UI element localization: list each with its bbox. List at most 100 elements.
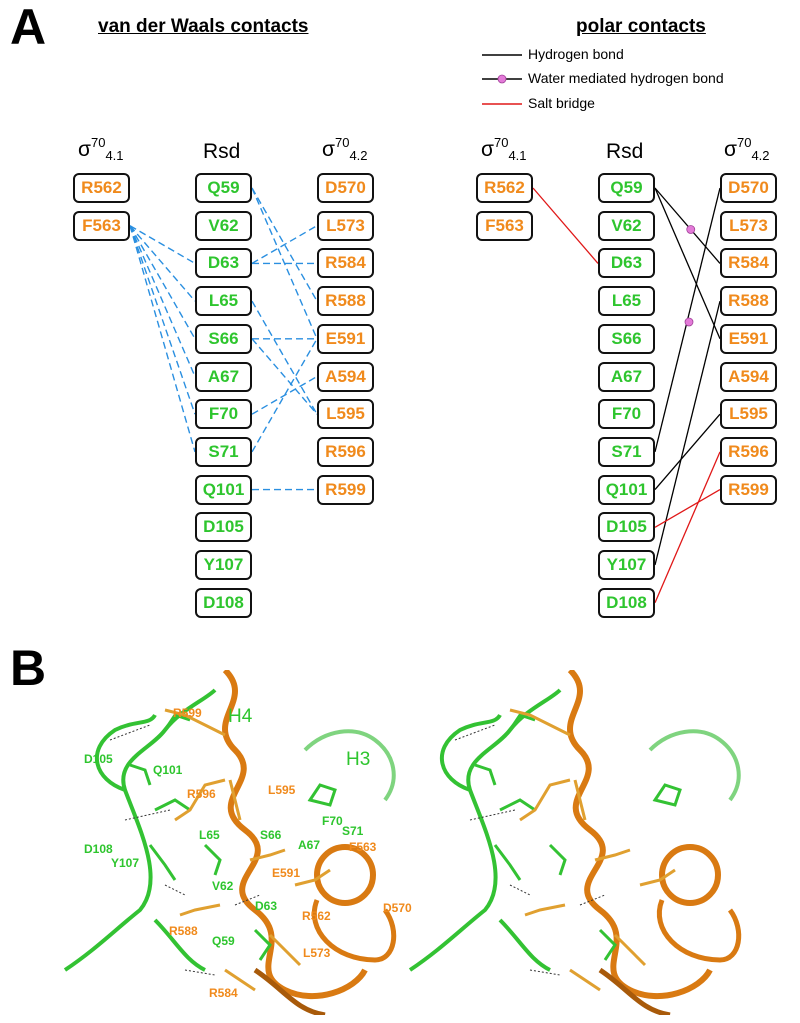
vdw-residue-r596: R596	[317, 436, 374, 467]
structure-label-l65: L65	[199, 828, 220, 842]
structure-label-f70: F70	[322, 814, 343, 828]
polar-sigma42-header: σ704.2	[724, 135, 770, 163]
polar-residue-a67: A67	[598, 361, 655, 392]
vdw-residue-y107: Y107	[195, 550, 252, 580]
vdw-residue-l573: L573	[317, 210, 374, 241]
legend-salt: Salt bridge	[528, 95, 595, 111]
vdw-residue-d63: D63	[195, 248, 252, 279]
contact-lines	[129, 187, 721, 603]
vdw-residue-f563: F563	[73, 210, 130, 241]
structure-label-d105: D105	[84, 752, 113, 766]
vdw-contact-l65-l595	[251, 300, 318, 415]
panel-a-letter: A	[10, 0, 47, 55]
vdw-residue-r584: R584	[317, 248, 374, 279]
vdw-residue-d570: D570	[317, 173, 374, 203]
vdw-sigma42-header: σ704.2	[322, 135, 368, 163]
structure-label-r588: R588	[169, 924, 198, 938]
vdw-residue-r588: R588	[317, 286, 374, 317]
structure-label-a67: A67	[298, 838, 321, 852]
vdw-sigma41-header: σ704.1	[78, 135, 124, 163]
structure-label-l573: L573	[303, 946, 331, 960]
vdw-residue-f70: F70	[195, 399, 252, 430]
polar-residue-d570: D570	[720, 173, 777, 203]
polar-residue-r596: R596	[720, 436, 777, 467]
water-hbond-q59-r584	[654, 187, 721, 264]
vdw-contact-s66-l595	[251, 338, 318, 415]
hbond-q101-l595	[654, 413, 721, 491]
polar-residue-e591: E591	[720, 323, 777, 354]
structure-label-h3: H3	[346, 749, 371, 770]
polar-residue-l65: L65	[598, 286, 655, 317]
polar-rsd-header: Rsd	[606, 140, 644, 163]
vdw-residue-l65: L65	[195, 286, 252, 317]
hbond-y107-r588	[654, 300, 721, 566]
panel-b-letter: B	[10, 640, 47, 696]
structure-label-e591: E591	[272, 866, 301, 880]
polar-title: polar contacts	[576, 16, 706, 37]
vdw-contact-f563-s71	[129, 225, 196, 453]
salt-bridge-d108-r596	[654, 451, 721, 603]
polar-residue-s71: S71	[598, 436, 655, 467]
legend-water: Water mediated hydrogen bond	[528, 70, 724, 86]
vdw-residue-v62: V62	[195, 210, 252, 241]
structure-label-r584: R584	[209, 986, 238, 1000]
legend-lines	[482, 54, 522, 105]
vdw-residue-d108: D108	[195, 587, 252, 618]
polar-residue-d63: D63	[598, 248, 655, 279]
vdw-residue-s71: S71	[195, 436, 252, 467]
structure-label-q59: Q59	[212, 934, 235, 948]
structure-label-y107: Y107	[111, 856, 140, 870]
polar-residue-r588: R588	[720, 286, 777, 317]
vdw-residue-a67: A67	[195, 361, 252, 392]
structure-label-r562: R562	[302, 909, 331, 923]
polar-residue-d108: D108	[598, 587, 655, 618]
polar-residue-l573: L573	[720, 210, 777, 241]
polar-residue-q101: Q101	[598, 474, 655, 505]
vdw-residue-d105: D105	[195, 512, 252, 543]
structure-label-f563: F563	[349, 840, 377, 854]
legend-hbond: Hydrogen bond	[528, 46, 624, 62]
vdw-residue-r562: R562	[73, 173, 130, 203]
structure-label-d63: D63	[255, 899, 278, 913]
vdw-title: van der Waals contacts	[98, 16, 309, 37]
structure-label-d570: D570	[383, 901, 412, 915]
structure-label-s71: S71	[342, 824, 364, 838]
structure-image-right	[400, 670, 755, 1015]
structure-label-v62: V62	[212, 879, 234, 893]
vdw-residue-s66: S66	[195, 323, 252, 354]
polar-residue-v62: V62	[598, 210, 655, 241]
vdw-contact-f563-l65	[129, 225, 196, 302]
vdw-residue-e591: E591	[317, 323, 374, 354]
hbond-q59-e591	[654, 187, 721, 340]
salt-bridge-d105-r599	[654, 489, 721, 528]
structure-label-q101: Q101	[153, 763, 183, 777]
polar-sigma41-header: σ704.1	[481, 135, 527, 163]
vdw-contact-f563-d63	[129, 225, 196, 265]
polar-residue-a594: A594	[720, 361, 777, 392]
structure-image-left	[55, 670, 410, 1015]
polar-residue-r562: R562	[476, 173, 533, 203]
structure-label-l595: L595	[268, 783, 296, 797]
vdw-residue-l595: L595	[317, 399, 374, 430]
polar-residue-q59: Q59	[598, 173, 655, 203]
vdw-rsd-header: Rsd	[203, 140, 241, 163]
water-dot	[684, 317, 694, 327]
water-dot	[686, 225, 696, 234]
vdw-residue-q101: Q101	[195, 474, 252, 505]
vdw-residue-r599: R599	[317, 474, 374, 505]
structure-label-h4: H4	[228, 706, 253, 727]
polar-residue-r584: R584	[720, 248, 777, 279]
vdw-contact-f70-a594	[251, 375, 318, 415]
vdw-contact-d63-l573	[251, 225, 318, 265]
vdw-residue-a594: A594	[317, 361, 374, 392]
vdw-contact-q59-e591	[251, 187, 318, 340]
salt-bridge-r562-d63	[532, 187, 599, 264]
structure-label-r599: R599	[173, 706, 202, 720]
vdw-residue-q59: Q59	[195, 173, 252, 203]
vdw-contact-f563-a67	[129, 225, 196, 377]
polar-residue-l595: L595	[720, 399, 777, 430]
structure-label-r596: R596	[187, 787, 216, 801]
structure-label-s66: S66	[260, 828, 282, 842]
polar-residue-f563: F563	[476, 210, 533, 241]
polar-residue-y107: Y107	[598, 550, 655, 580]
